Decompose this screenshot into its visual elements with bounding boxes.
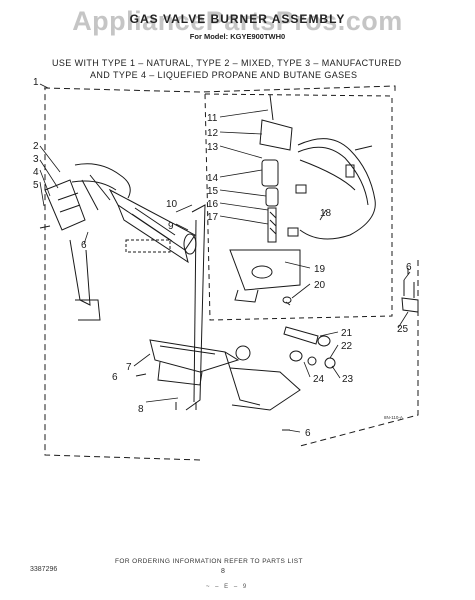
burner-support-bracket [149, 339, 301, 411]
callout-18: 18 [320, 208, 332, 219]
callout-13: 13 [207, 142, 219, 153]
callout-3: 3 [33, 154, 39, 165]
valve-subassembly-frame [204, 93, 393, 321]
burner-tube [185, 204, 206, 411]
callout-19: 19 [314, 264, 326, 275]
watermark-text: AppliancePartsPros.com [72, 6, 403, 36]
document-part-number: 3387296 [30, 566, 58, 573]
callout-20: 20 [314, 280, 326, 291]
outer-assembly-frame [43, 85, 419, 461]
callout-25: 25 [397, 324, 409, 335]
callout-15: 15 [207, 186, 219, 197]
flue-tube [71, 163, 197, 264]
callout-1: 1 [33, 77, 39, 88]
orifice-fittings [289, 350, 336, 369]
part-callouts: 1 2 3 4 5 6 6 6 6 7 8 9 10 11 12 13 14 1… [33, 77, 412, 439]
callout-6-left: 6 [81, 240, 87, 251]
callout-5: 5 [33, 180, 39, 191]
usage-note-line-1: USE WITH TYPE 1 – NATURAL, TYPE 2 – MIXE… [52, 58, 402, 68]
callout-11: 11 [207, 113, 218, 124]
solenoid-coils [261, 159, 279, 243]
coil-bracket [259, 94, 293, 151]
callout-16: 16 [207, 199, 219, 210]
diagram-title: GAS VALVE BURNER ASSEMBLY [129, 12, 346, 26]
callout-6-right: 6 [406, 262, 412, 273]
sight-glass-plate [125, 239, 171, 253]
callout-7: 7 [126, 362, 132, 373]
gas-valve-body [229, 249, 301, 304]
callout-21: 21 [341, 328, 353, 339]
left-mount-bracket [44, 174, 111, 321]
wiring-harness [287, 138, 376, 240]
model-number: For Model: KGYE900TWH0 [189, 32, 286, 41]
leader-lines [39, 83, 411, 433]
callout-9: 9 [168, 221, 174, 232]
screws [39, 225, 409, 431]
callout-6-bottom: 6 [305, 428, 311, 439]
page-number: 8 [221, 568, 225, 575]
ordering-note: FOR ORDERING INFORMATION REFER TO PARTS … [115, 558, 303, 565]
usage-note-line-2: AND TYPE 4 – LIQUEFIED PROPANE AND BUTAN… [90, 70, 358, 80]
callout-2: 2 [33, 141, 39, 152]
callout-22: 22 [341, 341, 353, 352]
drawing-code: 8N-110-A [384, 415, 403, 420]
callout-10: 10 [166, 199, 178, 210]
callout-12: 12 [207, 128, 219, 139]
callout-23: 23 [342, 374, 354, 385]
callout-14: 14 [207, 173, 219, 184]
callout-4: 4 [33, 167, 39, 178]
page-footer-marks: ~ – E – 9 [206, 584, 249, 590]
callout-6-bracket: 6 [112, 372, 118, 383]
callout-8: 8 [138, 404, 144, 415]
orifice-hood [283, 326, 331, 347]
callout-24: 24 [313, 374, 325, 385]
callout-17: 17 [207, 212, 219, 223]
right-clip-bracket [401, 280, 419, 313]
